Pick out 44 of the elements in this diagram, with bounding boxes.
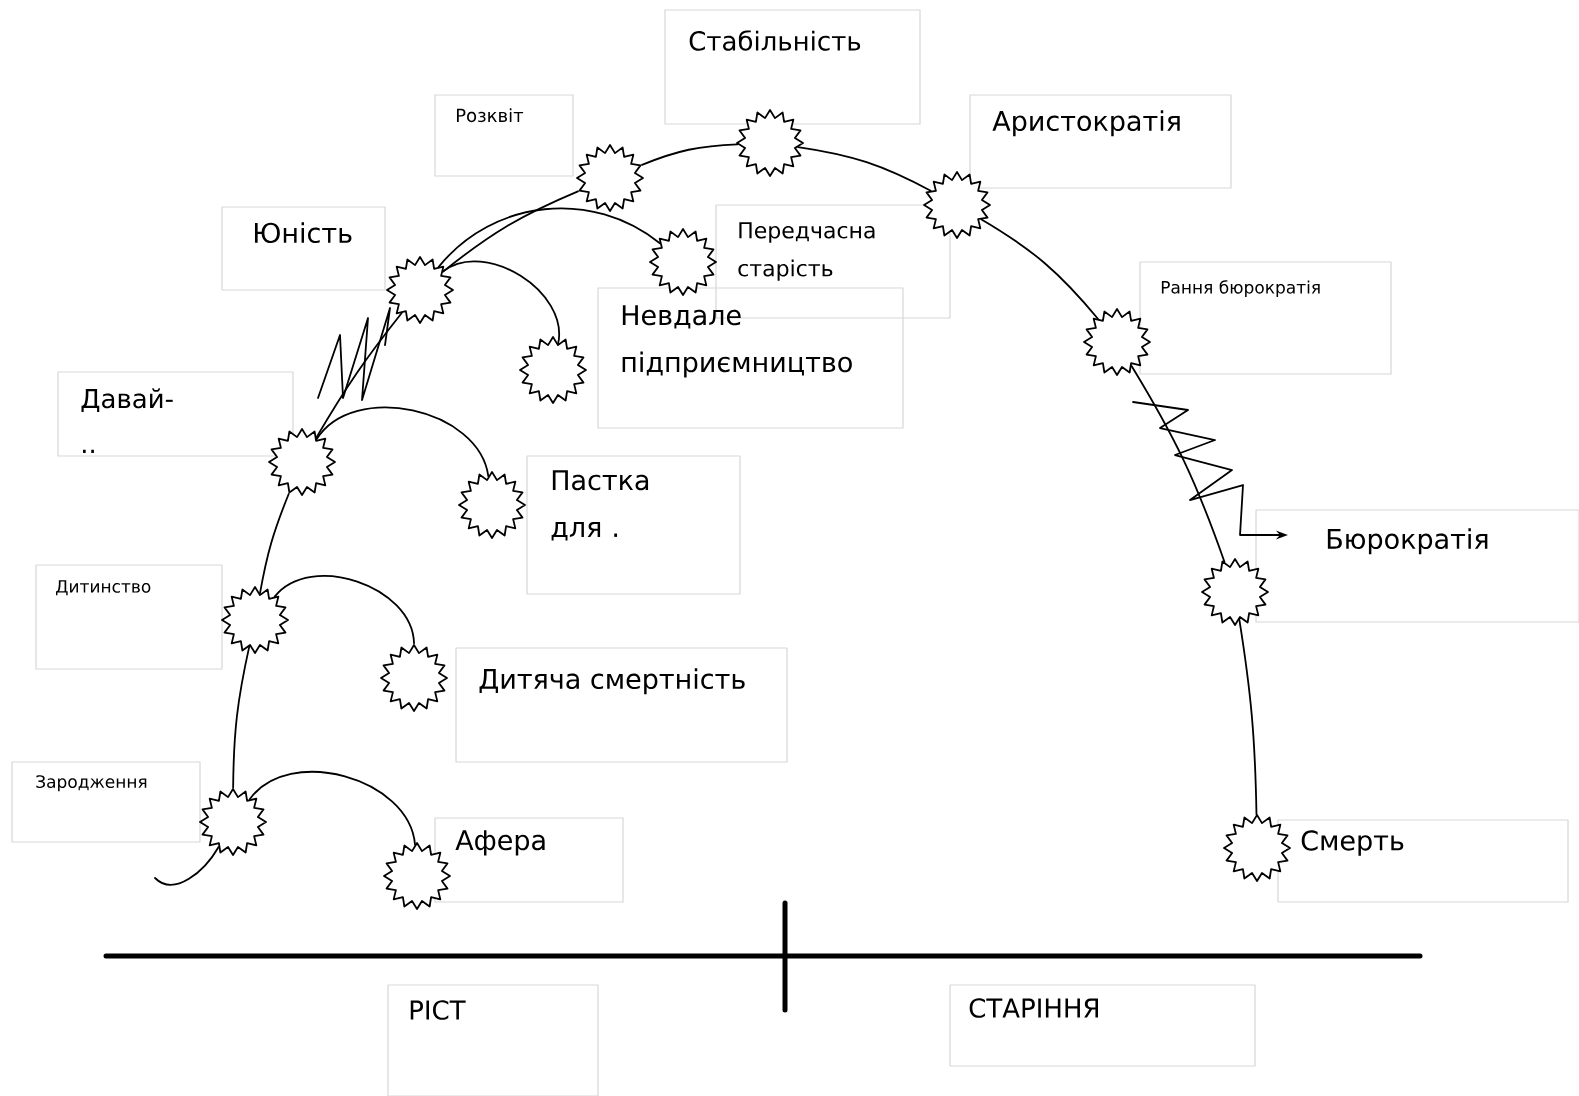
curve-line: [248, 771, 416, 846]
label-box: Смерть: [1277, 819, 1569, 903]
curve-line: [154, 846, 220, 886]
starburst: [519, 336, 587, 404]
label-box: РІСТ: [387, 984, 599, 1096]
starburst: [1201, 558, 1269, 626]
label-box: Пастка для .: [526, 455, 741, 595]
curve-line: [232, 645, 251, 789]
curve-line: [437, 207, 661, 268]
curve-line: [315, 406, 490, 478]
label-box: Аристократія: [969, 94, 1232, 189]
label-box: Невдале підприємництво: [597, 287, 904, 429]
curve-line: [641, 143, 739, 166]
curve-line: [442, 190, 579, 273]
starburst: [268, 428, 336, 496]
starburst: [458, 471, 526, 539]
starburst: [383, 842, 451, 910]
starburst: [1083, 308, 1151, 376]
label-box: Зародження: [11, 761, 201, 843]
starburst: [386, 256, 454, 324]
label-box: Давай- ..: [57, 371, 294, 457]
curve-line: [1130, 365, 1226, 563]
starburst: [736, 109, 804, 177]
starburst: [380, 644, 448, 712]
curve-line: [797, 146, 932, 192]
label-box: Афера: [434, 817, 624, 903]
curve-line: [980, 218, 1099, 320]
starburst: [221, 586, 289, 654]
label-box: СТАРІННЯ: [949, 984, 1256, 1067]
curve-line: [315, 312, 403, 439]
curve-line: [1238, 618, 1258, 816]
curve-line: [259, 493, 290, 595]
starburst: [649, 228, 717, 296]
label-box: Розквіт: [434, 94, 574, 177]
starburst: [576, 144, 644, 212]
label-box: Рання бюрократія: [1139, 261, 1392, 375]
label-box: Дитяча смертність: [455, 647, 788, 763]
label-box: Дитинство: [35, 564, 223, 670]
curve-line: [273, 575, 415, 645]
starburst: [199, 788, 267, 856]
label-box: Юність: [221, 206, 386, 291]
starburst: [923, 171, 991, 239]
label-box: Стабільність: [664, 9, 921, 125]
starburst: [1223, 814, 1291, 882]
